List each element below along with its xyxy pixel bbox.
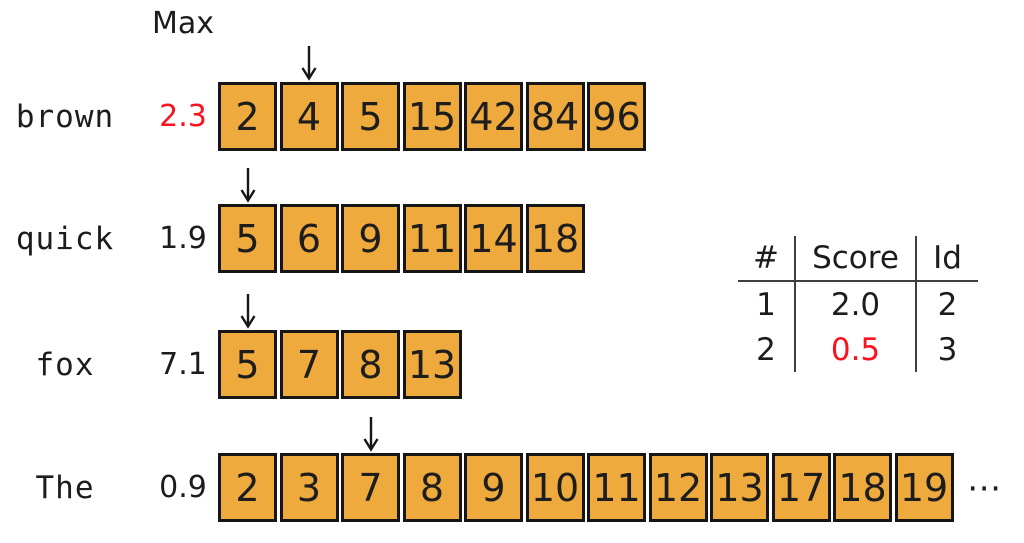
posting-cell: 10 [525,453,585,522]
posting-cell: 4 [279,82,339,151]
posting-cell: 9 [341,204,400,273]
posting-cell: 5 [218,330,277,399]
cursor-arrow [301,46,317,81]
max-score-value: 1.9 [159,221,207,256]
continuation-ellipsis: ⋯ [967,467,1001,508]
table-cell-id: 2 [937,286,958,323]
cursor-arrow [239,294,256,329]
posting-cell: 11 [587,453,646,522]
posting-cell: 11 [402,204,462,273]
term-label: brown [15,98,115,135]
posting-cell: 2 [218,453,277,522]
posting-cell: 5 [218,204,277,273]
max-column-header: Max [151,6,215,41]
posting-cell: 18 [525,204,585,273]
posting-cell: 7 [341,453,400,522]
table-header-id: Id [917,236,978,282]
table-header-score: Score [796,236,917,282]
max-score-value: 7.1 [159,347,207,382]
table-header-rank: # [738,236,796,282]
posting-cell: 13 [402,330,462,399]
cursor-arrow [239,168,256,203]
posting-cell: 84 [525,82,585,151]
posting-cell: 9 [464,453,523,522]
table-cell-score: 2.0 [796,282,917,327]
term-label: fox [35,346,95,383]
posting-cell: 7 [279,330,339,399]
posting-cell: 3 [279,453,339,522]
posting-cell: 8 [341,330,400,399]
posting-cell: 42 [464,82,523,151]
posting-cell: 15 [402,82,462,151]
table-cell-id: 3 [937,331,958,368]
term-label: The [35,469,95,506]
posting-cell: 8 [402,453,462,522]
table-cell-score: 0.5 [796,327,917,372]
table-cell-rank: 1 [738,282,796,327]
max-score-value: 2.3 [159,99,207,134]
posting-cell: 2 [218,82,277,151]
posting-cell: 14 [464,204,523,273]
score-table: # Score Id 1 2.0 2 2 0.5 3 [738,236,978,372]
posting-cell: 96 [587,82,646,151]
table-cell-rank: 2 [738,327,796,372]
posting-cell: 18 [833,453,892,522]
posting-cell: 17 [771,453,831,522]
term-label: quick [15,220,115,257]
posting-cell: 6 [279,204,339,273]
posting-cell: 19 [894,453,954,522]
posting-cell: 5 [341,82,400,151]
max-score-value: 0.9 [159,470,207,505]
posting-cell: 12 [648,453,708,522]
cursor-arrow [362,417,379,452]
posting-cell: 13 [710,453,769,522]
